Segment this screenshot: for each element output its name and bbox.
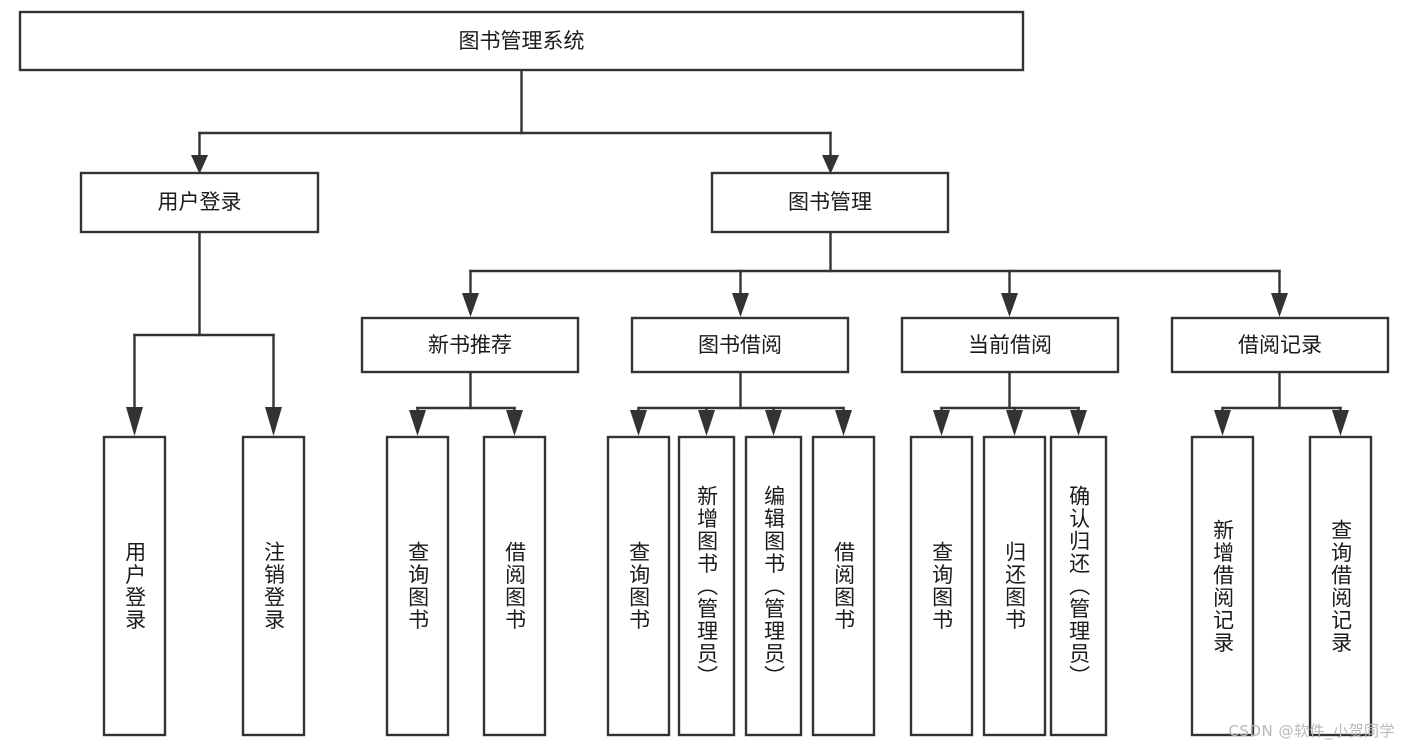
arrow-head-leaf-user-login (126, 407, 143, 436)
node-new-book-rec-label: 新书推荐 (428, 333, 512, 357)
leaf-box-return-book[interactable] (982, 435, 1047, 737)
node-user-login-box[interactable] (79, 171, 320, 234)
connector-group-user-login (126, 230, 282, 436)
arrow-head-leaf-edit-book (765, 410, 782, 436)
node-title-label: 图书管理系统 (459, 29, 585, 53)
leaf-box-edit-book[interactable] (744, 435, 803, 737)
leaf-box-confirm-return[interactable] (1049, 435, 1108, 737)
arrow-head-leaf-add-book (698, 410, 715, 436)
leaf-box-logout[interactable] (241, 435, 306, 737)
arrow-head-leaf-query-book-3 (933, 410, 950, 436)
node-current-borrow-box[interactable] (900, 316, 1120, 374)
node-new-book-rec-box[interactable] (360, 316, 580, 374)
arrow-head-leaf-borrow-book-1 (506, 410, 523, 436)
arrow-head-new-book-rec (462, 293, 479, 317)
arrow-head-book-manage (822, 155, 839, 174)
arrow-head-borrow-record (1271, 293, 1288, 317)
leaf-box-query-book-2[interactable] (606, 435, 671, 737)
node-book-borrow-label: 图书借阅 (698, 333, 782, 357)
leaf-box-add-record[interactable] (1190, 435, 1255, 737)
connector-group-root (191, 68, 839, 174)
arrow-head-book-borrow (732, 293, 749, 317)
leaf-box-add-book[interactable] (677, 435, 736, 737)
node-user-login-label: 用户登录 (158, 190, 242, 214)
node-book-manage-label: 图书管理 (788, 190, 872, 214)
connector-group-current-borrow (933, 370, 1087, 436)
arrow-head-leaf-query-book-2 (630, 410, 647, 436)
leaf-box-borrow-book-2[interactable] (811, 435, 876, 737)
arrow-head-user-login (191, 155, 208, 174)
node-title-box[interactable] (18, 10, 1025, 72)
csdn-watermark: CSDN @软件_小贺同学 (1228, 722, 1395, 740)
connector-group-book-manage (462, 230, 1288, 317)
node-borrow-record-box[interactable] (1170, 316, 1390, 374)
arrow-head-leaf-logout (265, 407, 282, 436)
leaf-box-user-login[interactable] (102, 435, 167, 737)
arrow-head-leaf-borrow-book-2 (835, 410, 852, 436)
leaf-box-query-record[interactable] (1308, 435, 1373, 737)
leaf-box-borrow-book-1[interactable] (482, 435, 547, 737)
node-book-manage-box[interactable] (710, 171, 950, 234)
connector-group-new-book-rec (409, 370, 523, 436)
arrow-head-leaf-return-book (1006, 410, 1023, 436)
arrow-head-leaf-add-record (1214, 410, 1231, 436)
arrow-head-leaf-query-record (1332, 410, 1349, 436)
node-book-borrow-box[interactable] (630, 316, 850, 374)
arrow-head-leaf-confirm-return (1070, 410, 1087, 436)
arrow-head-current-borrow (1001, 293, 1018, 317)
connector-group-book-borrow (630, 370, 852, 436)
connector-group-borrow-record (1214, 370, 1349, 436)
node-current-borrow-label: 当前借阅 (968, 333, 1052, 357)
node-borrow-record-label: 借阅记录 (1238, 333, 1322, 357)
arrow-head-leaf-query-book-1 (409, 410, 426, 436)
leaf-box-query-book-3[interactable] (909, 435, 974, 737)
leaf-box-query-book-1[interactable] (385, 435, 450, 737)
